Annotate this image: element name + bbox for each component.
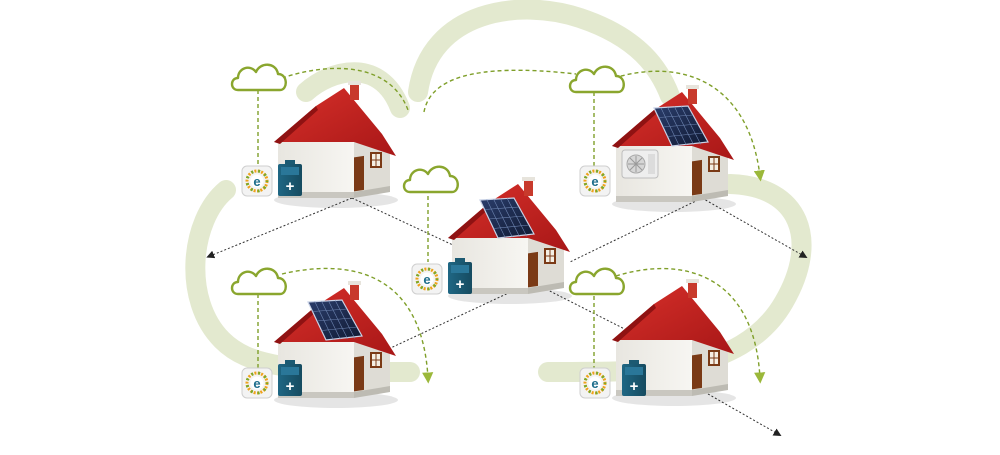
cloud-icon xyxy=(230,267,287,296)
energy-app-icon[interactable]: e xyxy=(578,366,612,400)
battery-plus: + xyxy=(286,178,295,195)
app-icon-letter: e xyxy=(423,272,430,287)
app-icon-letter: e xyxy=(253,174,260,189)
cloud-icon xyxy=(402,165,459,194)
battery-plus: + xyxy=(630,378,639,395)
energy-app-icon[interactable]: e xyxy=(240,164,274,198)
cloud-icon xyxy=(568,65,625,94)
energy-app-icon[interactable]: e xyxy=(240,366,274,400)
battery-plus: + xyxy=(286,378,295,395)
battery-icon: + xyxy=(278,160,302,196)
cloud-band-background xyxy=(185,0,812,382)
cloud-connectors xyxy=(257,67,766,384)
battery-icon: + xyxy=(622,360,646,396)
battery-icon: + xyxy=(448,258,472,294)
app-icon-letter: e xyxy=(253,376,260,391)
battery-plus: + xyxy=(456,276,465,293)
energy-app-icon[interactable]: e xyxy=(410,262,444,296)
battery-icon: + xyxy=(278,360,302,396)
heat-pump-icon xyxy=(621,149,659,179)
app-icon-letter: e xyxy=(591,174,598,189)
cloud-icon xyxy=(230,63,287,92)
app-icon-letter: e xyxy=(591,376,598,391)
house-top-right xyxy=(612,85,736,212)
energy-app-icon[interactable]: e xyxy=(578,164,612,198)
cloud-icon xyxy=(568,267,625,296)
